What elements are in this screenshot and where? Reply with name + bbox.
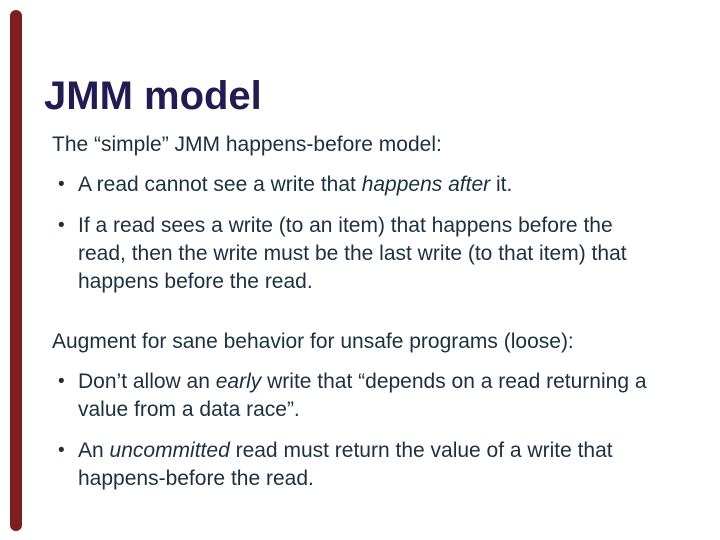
page-title: JMM model <box>44 73 262 118</box>
bullet-marker: • <box>58 371 65 392</box>
bullet-text-pre: A read cannot see a write that <box>78 173 362 196</box>
bullet-text-pre: Don’t allow an <box>78 370 216 393</box>
bullet-text: If a read sees a write (to an item) that… <box>78 212 668 296</box>
section-sane-behavior: Augment for sane behavior for unsafe pro… <box>52 328 668 493</box>
slide-body: The “simple” JMM happens-before model: •… <box>52 131 668 506</box>
bullet-text: An uncommitted read must return the valu… <box>78 437 668 493</box>
bullet-marker: • <box>58 174 65 195</box>
bullet-text-pre: If a read sees a write (to an item) that… <box>78 214 627 293</box>
bullet-text-emphasis: happens after <box>361 173 491 196</box>
bullet-item: • If a read sees a write (to an item) th… <box>52 212 668 296</box>
bullet-text: A read cannot see a write that happens a… <box>78 171 668 199</box>
bullet-text-pre: An <box>78 439 110 462</box>
bullet-text-emphasis: early <box>215 370 262 393</box>
section-happens-before: The “simple” JMM happens-before model: •… <box>52 131 668 296</box>
bullet-marker: • <box>58 215 65 236</box>
lead-paragraph: The “simple” JMM happens-before model: <box>52 133 442 156</box>
bullet-text-post: write that “depends on a read returning … <box>78 370 647 421</box>
bullet-text-post: it. <box>490 173 513 196</box>
lead-paragraph: Augment for sane behavior for unsafe pro… <box>52 330 574 353</box>
accent-bar <box>10 10 22 531</box>
bullet-text-post: read must return the value of a write th… <box>78 439 613 490</box>
bullet-item: • An uncommitted read must return the va… <box>52 437 668 493</box>
bullet-item: • Don’t allow an early write that “depen… <box>52 368 668 424</box>
bullet-item: • A read cannot see a write that happens… <box>52 171 668 199</box>
bullet-marker: • <box>58 440 65 461</box>
bullet-text: Don’t allow an early write that “depends… <box>78 368 668 424</box>
bullet-text-emphasis: uncommitted <box>109 439 230 462</box>
